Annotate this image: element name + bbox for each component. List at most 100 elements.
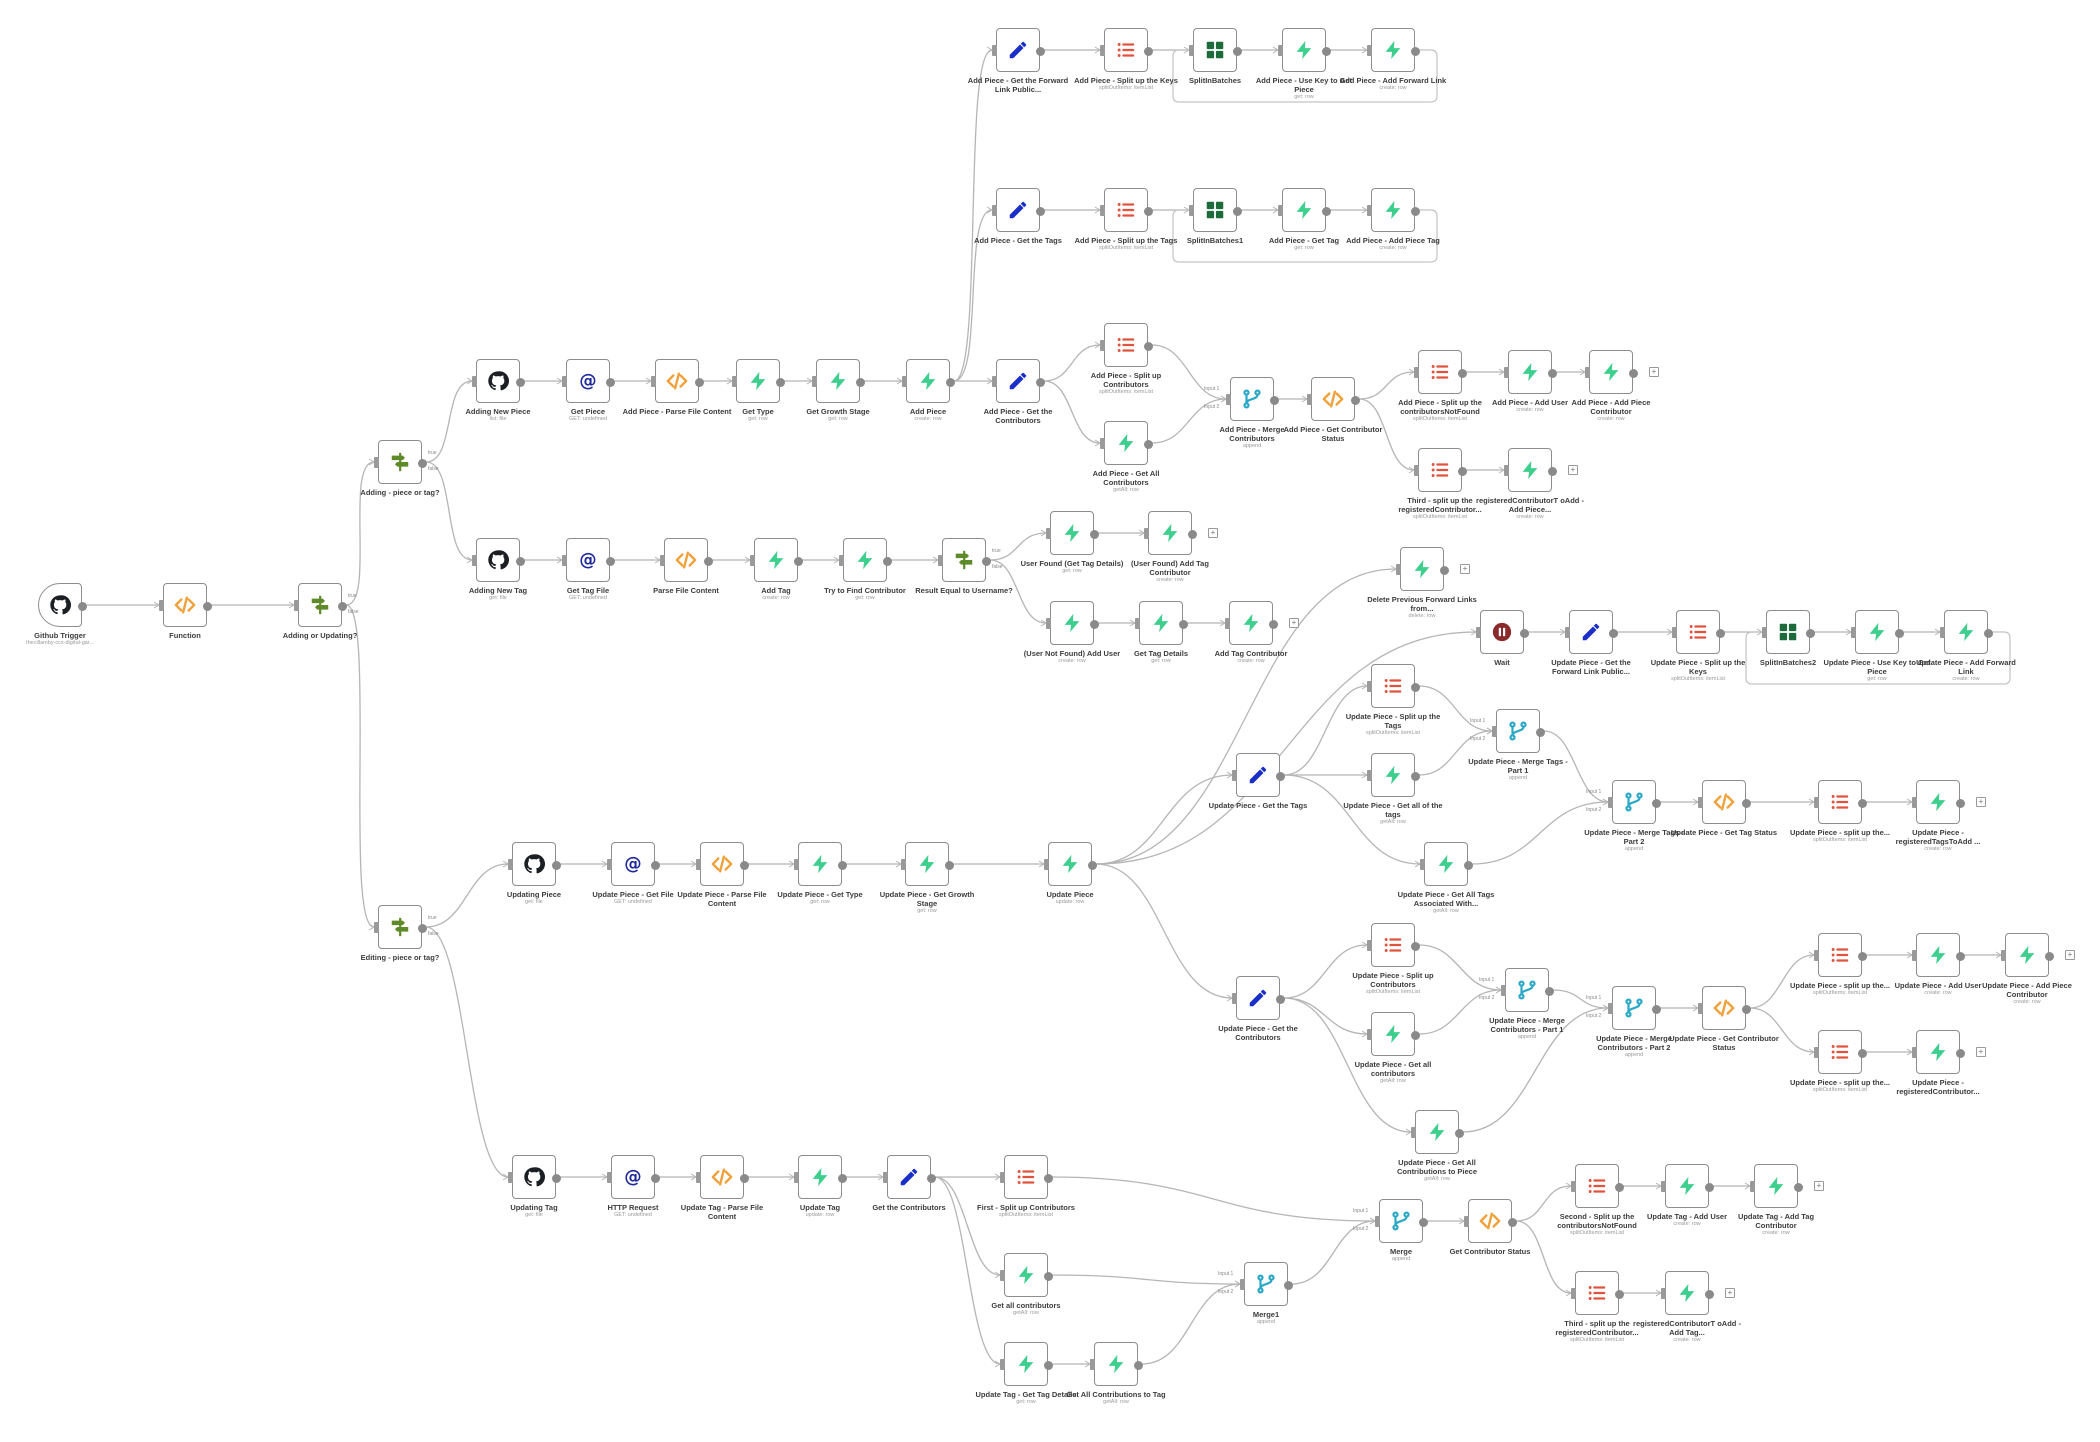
output-handle[interactable] — [1276, 995, 1285, 1004]
input-handle[interactable] — [1414, 367, 1419, 378]
connection-get-all-contributors-to-merge1[interactable] — [1051, 1274, 1241, 1285]
input-handle[interactable] — [794, 859, 799, 870]
node-ap-split-notfound[interactable] — [1414, 350, 1467, 394]
node-wait[interactable] — [1476, 610, 1529, 654]
output-handle[interactable] — [203, 602, 212, 611]
output-handle[interactable] — [651, 861, 660, 870]
output-handle[interactable] — [1508, 1218, 1517, 1227]
input-handle[interactable] — [1232, 770, 1237, 781]
input-handle[interactable] — [472, 376, 477, 387]
output-handle[interactable] — [1956, 952, 1965, 961]
input-handle[interactable] — [1189, 205, 1194, 216]
input-handle[interactable] — [1661, 1181, 1666, 1192]
node-ap-split-keys[interactable] — [1100, 28, 1153, 72]
input-handle[interactable] — [1814, 950, 1819, 961]
add-node-button[interactable]: + — [1289, 618, 1299, 628]
output-handle[interactable] — [946, 378, 955, 387]
output-handle[interactable] — [883, 557, 892, 566]
node-ut-add-tag-contributor[interactable] — [1750, 1164, 1803, 1208]
connection-adding-or-updating-to-adding-piece-or-tag[interactable] — [345, 461, 375, 606]
input-handle[interactable] — [508, 859, 513, 870]
input-handle[interactable] — [1750, 1181, 1755, 1192]
input-handle[interactable] — [1307, 394, 1312, 405]
node-up-get-all-tags[interactable] — [1367, 753, 1420, 797]
node-third-split-registered-2[interactable] — [1571, 1271, 1624, 1315]
output-handle[interactable] — [1411, 772, 1420, 781]
output-handle[interactable] — [1090, 620, 1099, 629]
connection-update-piece-to-wait[interactable] — [1095, 631, 1477, 865]
node-up-split-the-3[interactable] — [1814, 1030, 1867, 1074]
output-handle[interactable] — [1188, 530, 1197, 539]
input-handle[interactable] — [1189, 45, 1194, 56]
output-handle[interactable] — [1956, 1049, 1965, 1058]
input-handle[interactable] — [660, 555, 665, 566]
node-split-in-batches1[interactable] — [1189, 188, 1242, 232]
node-get-all-contributors[interactable] — [1000, 1253, 1053, 1297]
input-handle[interactable] — [1000, 1172, 1005, 1183]
output-handle[interactable] — [1984, 629, 1993, 638]
node-adding-or-updating[interactable] — [294, 583, 347, 627]
input-handle[interactable] — [1100, 45, 1105, 56]
input-handle[interactable] — [1492, 726, 1497, 737]
node-up-split-contributors[interactable] — [1367, 923, 1420, 967]
output-handle[interactable] — [1134, 1361, 1143, 1370]
output-handle[interactable] — [838, 1174, 847, 1183]
connection-add-piece-to-ap-get-forward[interactable] — [953, 49, 993, 382]
add-node-button[interactable]: + — [1976, 1047, 1986, 1057]
output-handle[interactable] — [982, 557, 991, 566]
input-handle[interactable] — [1278, 205, 1283, 216]
node-get-all-contributions-tag[interactable] — [1090, 1342, 1143, 1386]
input-handle[interactable] — [992, 205, 997, 216]
input-handle[interactable] — [1100, 438, 1105, 449]
node-result-equal-username[interactable] — [938, 538, 991, 582]
output-handle[interactable] — [1036, 207, 1045, 216]
output-handle[interactable] — [1284, 1281, 1293, 1290]
node-updating-tag[interactable] — [508, 1155, 561, 1199]
output-handle[interactable] — [1044, 1361, 1053, 1370]
node-update-tag[interactable] — [794, 1155, 847, 1199]
input-handle[interactable] — [696, 859, 701, 870]
output-handle[interactable] — [1742, 1005, 1751, 1014]
connection-first-split-contributors-to-merge[interactable] — [1051, 1176, 1376, 1222]
connection-adding-piece-or-tag-to-adding-new-tag[interactable] — [425, 461, 473, 561]
node-split-in-batches2[interactable] — [1762, 610, 1815, 654]
node-get-the-contributors[interactable] — [883, 1155, 936, 1199]
input-handle[interactable] — [1367, 205, 1372, 216]
output-handle[interactable] — [2045, 952, 2054, 961]
input-handle[interactable] — [651, 376, 656, 387]
node-ap-get-contributor-status[interactable] — [1307, 377, 1360, 421]
input-handle[interactable] — [1698, 1003, 1703, 1014]
input-handle[interactable] — [1367, 770, 1372, 781]
node-ap-get-forward[interactable] — [992, 28, 1045, 72]
node-updating-piece[interactable] — [508, 842, 561, 886]
output-handle[interactable] — [1233, 207, 1242, 216]
output-handle[interactable] — [1233, 47, 1242, 56]
input-handle[interactable] — [1608, 797, 1613, 808]
connection-editing-piece-or-tag-to-updating-tag[interactable] — [425, 926, 509, 1178]
add-node-button[interactable]: + — [2065, 950, 2075, 960]
node-up-split-keys[interactable] — [1672, 610, 1725, 654]
node-ut-parse[interactable] — [696, 1155, 749, 1199]
input-handle[interactable] — [374, 457, 379, 468]
output-handle[interactable] — [1794, 1183, 1803, 1192]
output-handle[interactable] — [1548, 467, 1557, 476]
node-add-piece[interactable] — [902, 359, 955, 403]
node-adding-piece-or-tag[interactable] — [374, 440, 427, 484]
output-handle[interactable] — [1411, 1031, 1420, 1040]
add-node-button[interactable]: + — [1460, 564, 1470, 574]
node-ut-get-tag-details[interactable] — [1000, 1342, 1053, 1386]
node-registered-add-piece[interactable] — [1504, 448, 1557, 492]
node-merge1[interactable] — [1240, 1262, 1293, 1306]
input-handle[interactable] — [1135, 618, 1140, 629]
output-handle[interactable] — [1742, 799, 1751, 808]
output-handle[interactable] — [1088, 861, 1097, 870]
output-handle[interactable] — [1464, 861, 1473, 870]
node-add-tag-contributor[interactable] — [1225, 601, 1278, 645]
node-split-in-batches[interactable] — [1189, 28, 1242, 72]
node-get-contributor-status[interactable] — [1464, 1199, 1517, 1243]
output-handle[interactable] — [1615, 1183, 1624, 1192]
input-handle[interactable] — [992, 45, 997, 56]
output-handle[interactable] — [695, 378, 704, 387]
node-ap-get-contributors[interactable] — [992, 359, 1045, 403]
